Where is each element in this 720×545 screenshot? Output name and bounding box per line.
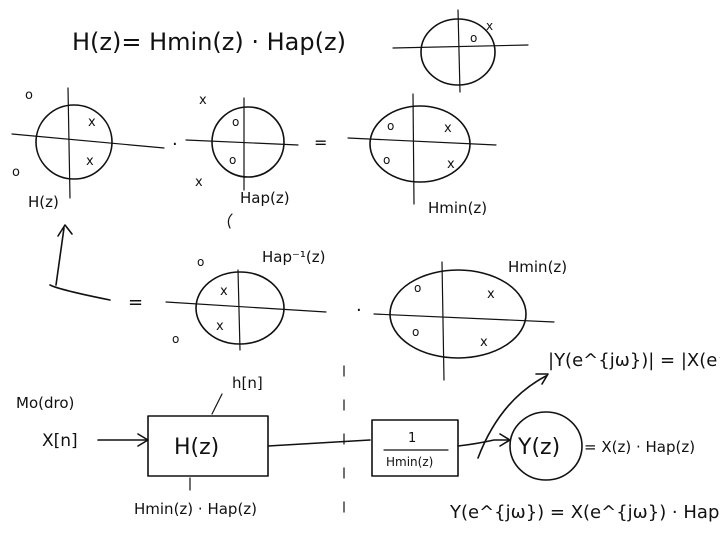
return-arrow: [49, 224, 111, 301]
imag-axis: [237, 269, 241, 351]
top-equation: H(z)= Hmin(z) · Hap(z): [72, 28, 346, 56]
pole-mark: x: [444, 121, 452, 136]
equals-operator-2: =: [128, 292, 143, 313]
pz-plot-top-right: o x: [392, 9, 529, 93]
frequency-equation: Y(e^{jω}) = X(e^{jω}) · Hap(e^{jω}): [449, 502, 720, 523]
magnitude-equation: |Y(e^{jω})| = |X(e^{jω})|: [548, 350, 720, 371]
imag-axis: [67, 87, 71, 199]
unit-circle: [369, 105, 471, 183]
output-circle: [509, 411, 583, 481]
output-equation: = X(z) · Hap(z): [584, 438, 695, 456]
zero-mark: o: [25, 88, 33, 103]
pole-mark: x: [487, 287, 495, 302]
equals-operator: =: [314, 133, 327, 152]
pole-mark: x: [220, 284, 228, 299]
zero-mark: o: [232, 115, 239, 129]
pz-plot-hap: o o x x Hap(z): [185, 93, 299, 207]
real-axis: [392, 44, 529, 49]
input-note: Mo(dro): [16, 394, 74, 412]
zero-mark: o: [470, 31, 477, 45]
pz-label-h: H(z): [28, 193, 59, 211]
unit-circle: [195, 271, 285, 345]
arrow-shaft: [55, 227, 65, 286]
zero-mark: o: [197, 255, 204, 269]
output-label: Y(z): [517, 435, 560, 460]
arrow-base: [49, 284, 111, 301]
pz-plot-hmin-2: o o x x Hmin(z): [373, 258, 567, 381]
real-axis: [11, 133, 165, 149]
pole-mark: x: [486, 19, 493, 33]
arrow-head: [57, 224, 73, 237]
pole-mark: x: [195, 175, 203, 190]
imag-axis: [441, 261, 445, 381]
inverse-denominator: Hmin(z): [386, 455, 433, 469]
imag-axis: [457, 9, 461, 93]
pz-plot-h: x x o o H(z): [11, 87, 165, 211]
zero-mark: o: [383, 153, 390, 167]
dot-operator-2: ·: [356, 300, 362, 321]
unit-circle: [211, 106, 285, 178]
pz-label-hmin: Hmin(z): [428, 199, 487, 217]
impulse-label: h[n]: [232, 374, 263, 392]
real-axis: [165, 301, 327, 313]
pz-label-hmin-2: Hmin(z): [508, 258, 567, 276]
zero-mark: o: [229, 153, 236, 167]
dot-operator: ·: [172, 134, 178, 155]
pole-mark: x: [447, 157, 455, 172]
imag-axis: [412, 93, 415, 205]
curved-arrow-head: [535, 373, 549, 385]
pole-mark: x: [86, 154, 94, 169]
pole-mark: x: [216, 319, 224, 334]
unit-circle: [420, 18, 496, 86]
pz-label-hap: Hap(z): [240, 189, 290, 207]
pz-label-hap-inverse: Hap⁻¹(z): [262, 248, 326, 266]
pz-plot-hmin: o o x x Hmin(z): [347, 93, 497, 217]
real-axis: [347, 137, 497, 146]
real-axis: [185, 139, 299, 146]
inverse-block: [371, 419, 459, 477]
pole-mark: x: [88, 115, 96, 130]
pz-plot-hap-inverse: x x o o Hap⁻¹(z): [165, 248, 327, 351]
unit-circle: [35, 104, 113, 180]
zero-mark: o: [12, 165, 20, 180]
zero-mark: o: [414, 281, 421, 295]
input-arrow: [97, 433, 149, 447]
input-signal: X[n]: [42, 431, 78, 451]
curved-arrow-up: [477, 375, 547, 459]
small-arrow: [227, 213, 233, 229]
zero-mark: o: [412, 325, 419, 339]
zero-mark: o: [172, 332, 179, 346]
real-axis: [373, 313, 555, 323]
inverse-numerator: 1: [408, 431, 416, 446]
system-block-label: H(z): [174, 435, 219, 460]
pole-mark: x: [199, 93, 207, 108]
impulse-arrow: [211, 393, 223, 415]
pole-mark: x: [480, 335, 488, 350]
zero-mark: o: [387, 119, 394, 133]
unit-circle: [389, 269, 527, 359]
link-line: [267, 439, 371, 447]
factor-label: Hmin(z) · Hap(z): [134, 500, 257, 518]
